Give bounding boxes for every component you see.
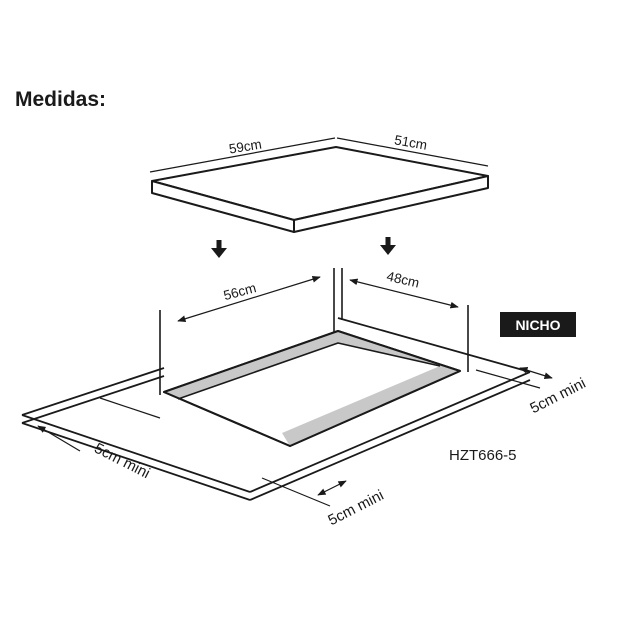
cutout-dimension-lines <box>177 276 459 322</box>
arrow-down-icon <box>380 237 396 255</box>
cooktop-top-face <box>151 146 489 221</box>
front-clearance-guide <box>261 477 331 507</box>
cooktop-front-right-face <box>293 175 489 233</box>
right-clearance-guide <box>475 369 541 389</box>
cutout-width-label: 56cm <box>222 280 258 303</box>
counter-back-right-edge <box>337 317 531 373</box>
cooktop-width-label: 59cm <box>228 137 263 157</box>
cutout-inner-rim <box>177 342 441 400</box>
cooktop-dimension-lines <box>149 137 489 173</box>
cooktop-slab <box>151 146 489 233</box>
front-clearance-label: 5cm mini <box>325 487 386 529</box>
cutout-depth-dimension <box>349 278 459 309</box>
counter-front-right-edge <box>249 371 531 493</box>
counter-front-left-edge <box>21 414 251 493</box>
front-clearance <box>261 477 347 507</box>
extension-lines <box>159 268 469 395</box>
left-clearance-arrow <box>37 425 81 452</box>
nicho-badge-label: NICHO <box>515 317 560 333</box>
right-clearance-label: 5cm mini <box>527 375 588 417</box>
left-clearance-guide <box>99 397 161 419</box>
right-clearance-arrow <box>519 367 553 379</box>
counter-back-left-edge-lower <box>21 375 165 424</box>
left-clearance-label: 5cm mini <box>91 440 152 482</box>
depth-dimension-line <box>336 137 489 167</box>
countertop <box>21 317 531 501</box>
front-clearance-arrow <box>317 480 347 496</box>
arrow-down-icon <box>211 240 227 258</box>
cutout-width-dimension <box>177 276 321 322</box>
page-title: Medidas: <box>15 88 107 111</box>
right-clearance <box>475 367 553 389</box>
counter-front-right-edge-lower <box>249 379 531 501</box>
left-clearance <box>37 397 161 452</box>
cutout-depth-label: 48cm <box>385 269 421 291</box>
cutout-shaded-wall <box>164 331 460 446</box>
cutout-opening <box>163 330 461 447</box>
width-dimension-line <box>149 137 336 173</box>
cutout-outer-rim-outline <box>163 330 461 447</box>
nicho-badge: NICHO <box>500 312 576 337</box>
model-number: HZT666-5 <box>449 447 517 464</box>
counter-front-left-edge-lower <box>21 422 251 501</box>
cooktop-depth-label: 51cm <box>393 132 428 153</box>
counter-back-left-edge <box>21 367 165 416</box>
